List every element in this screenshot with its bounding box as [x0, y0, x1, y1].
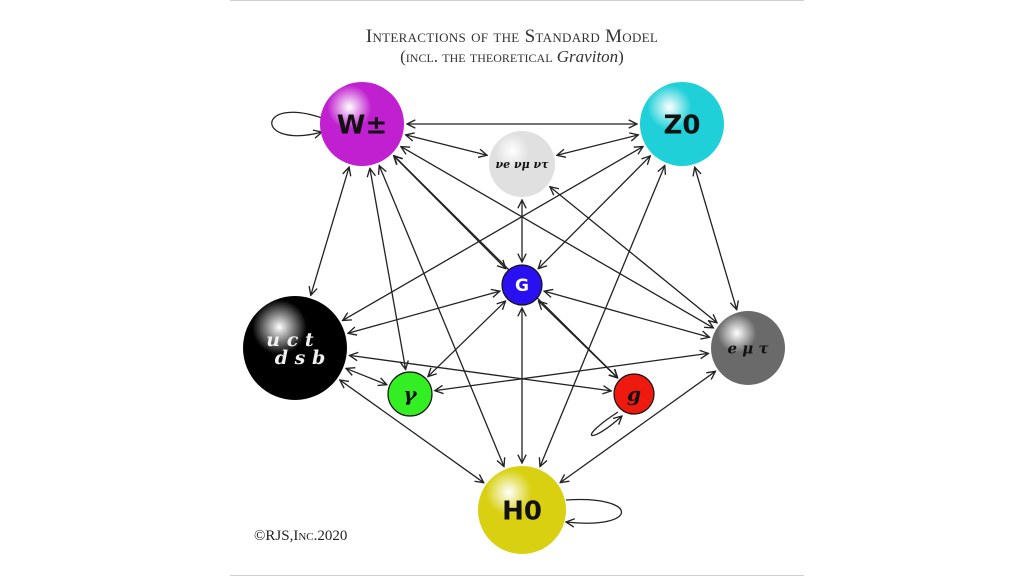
- node-label-Z: Z0: [664, 110, 701, 140]
- edge-Z-l: [695, 167, 737, 309]
- edge-W-nu: [406, 135, 487, 155]
- node-label-g: g: [627, 382, 641, 406]
- top-border: [230, 0, 804, 1]
- quark-label-top: u c t: [266, 329, 314, 351]
- diagram-subtitle: (incl. the theoretical Graviton): [0, 47, 1024, 67]
- quark-label-bottom: d s b: [275, 347, 326, 369]
- node-G: G: [501, 264, 543, 306]
- self-loop-W: [271, 111, 322, 135]
- node-g: g: [613, 373, 655, 415]
- node-label-G: G: [515, 276, 529, 296]
- edge-q-g: [350, 355, 612, 391]
- node-H: H0: [478, 466, 566, 554]
- self-loop-H: [566, 498, 623, 524]
- node-label-nu: νe νμ ντ: [495, 158, 549, 171]
- edge-W-q: [311, 167, 349, 295]
- edge-G-g: [538, 301, 617, 378]
- self-loop-g: [590, 411, 622, 437]
- node-q: u c td s b: [243, 296, 347, 400]
- node-gamma: γ: [387, 371, 433, 417]
- node-W: W±: [320, 82, 404, 166]
- subtitle-graviton: Graviton: [556, 47, 619, 66]
- node-label-l: e μ τ: [727, 339, 769, 357]
- edge-l-H: [560, 371, 715, 482]
- node-label-H: H0: [502, 496, 542, 526]
- node-label-gamma: γ: [403, 382, 417, 406]
- node-Z: Z0: [640, 82, 724, 166]
- edge-G-q: [348, 291, 500, 333]
- subtitle-suffix: ): [618, 47, 624, 66]
- edge-nu-Z: [557, 135, 638, 155]
- edge-q-gamma: [346, 368, 387, 384]
- edge-G-l: [544, 291, 709, 337]
- subtitle-prefix: (incl. the theoretical: [400, 47, 557, 66]
- copyright: ©RJS,Inc.2020: [254, 528, 348, 544]
- diagram-title: Interactions of the Standard Model: [365, 26, 659, 47]
- edge-q-H: [340, 380, 484, 483]
- node-label-W: W±: [337, 110, 387, 140]
- edge-Z-G: [538, 156, 650, 269]
- node-l: e μ τ: [711, 311, 785, 385]
- node-nu: νe νμ ντ: [489, 131, 555, 197]
- edge-W-l: [401, 147, 713, 328]
- edge-W-gamma: [370, 168, 406, 369]
- edge-nu-l: [550, 187, 717, 323]
